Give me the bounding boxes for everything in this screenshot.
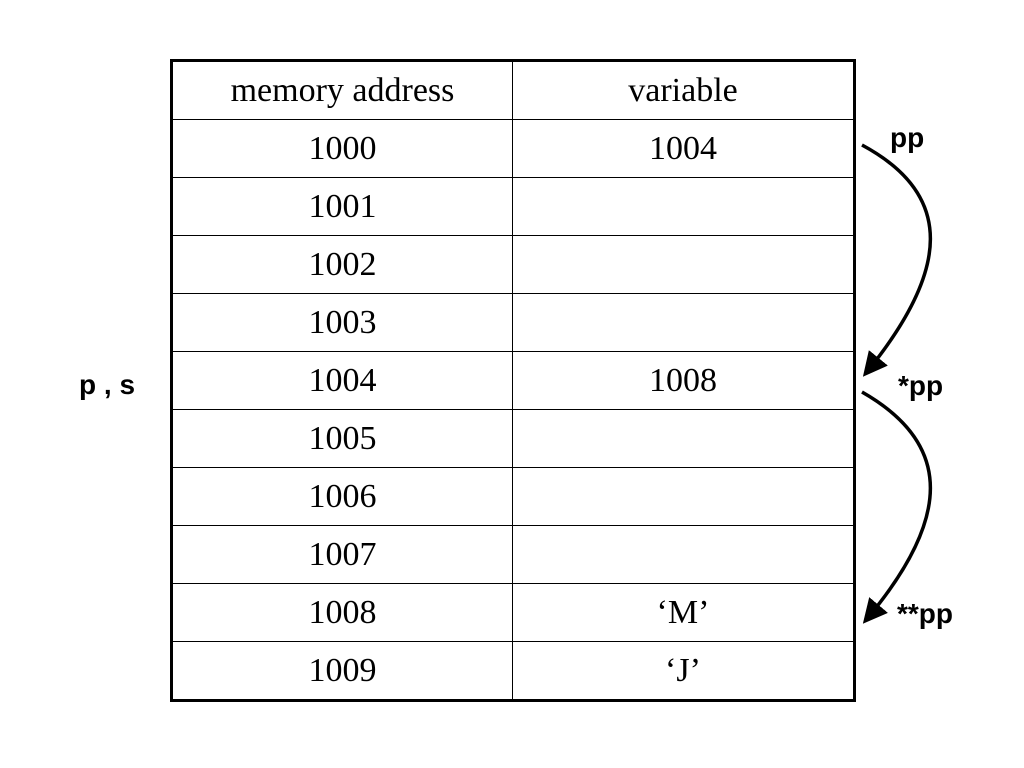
table-row: 1000 1004 xyxy=(171,119,855,178)
value-cell xyxy=(512,409,855,468)
table-row: 1002 xyxy=(171,235,855,294)
address-cell: 1009 xyxy=(171,641,513,701)
value-cell xyxy=(512,467,855,526)
value-cell: ‘M’ xyxy=(512,583,855,642)
value-cell xyxy=(512,293,855,352)
value-cell: 1008 xyxy=(512,351,855,410)
address-cell: 1001 xyxy=(171,177,513,236)
label-p-s: p , s xyxy=(79,369,136,400)
table-row: 1006 xyxy=(171,467,855,526)
value-cell xyxy=(512,177,855,236)
arrow-pp-to-deref xyxy=(861,143,933,377)
address-cell: 1006 xyxy=(171,467,513,526)
address-cell: 1004 xyxy=(171,351,513,410)
label-pp: pp xyxy=(890,122,925,153)
value-cell xyxy=(512,525,855,584)
table-header-row: memory address variable xyxy=(171,60,855,120)
memory-table: memory address variable 1000 1004 1001 1… xyxy=(170,59,856,702)
table-row: 1005 xyxy=(171,409,855,468)
label-double-deref-pp: **pp xyxy=(897,598,953,629)
table-row: 1001 xyxy=(171,177,855,236)
table-row: 1009 ‘J’ xyxy=(171,641,855,701)
header-variable: variable xyxy=(512,60,855,120)
arrow-deref-to-double-deref xyxy=(861,390,933,624)
address-cell: 1005 xyxy=(171,409,513,468)
value-cell: ‘J’ xyxy=(512,641,855,701)
address-cell: 1000 xyxy=(171,119,513,178)
value-cell: 1004 xyxy=(512,119,855,178)
table-row: 1003 xyxy=(171,293,855,352)
table-row: 1004 1008 xyxy=(171,351,855,410)
address-cell: 1007 xyxy=(171,525,513,584)
value-cell xyxy=(512,235,855,294)
table-row: 1007 xyxy=(171,525,855,584)
address-cell: 1003 xyxy=(171,293,513,352)
header-memory-address: memory address xyxy=(171,60,513,120)
label-deref-pp: *pp xyxy=(898,370,944,401)
table-row: 1008 ‘M’ xyxy=(171,583,855,642)
address-cell: 1002 xyxy=(171,235,513,294)
address-cell: 1008 xyxy=(171,583,513,642)
